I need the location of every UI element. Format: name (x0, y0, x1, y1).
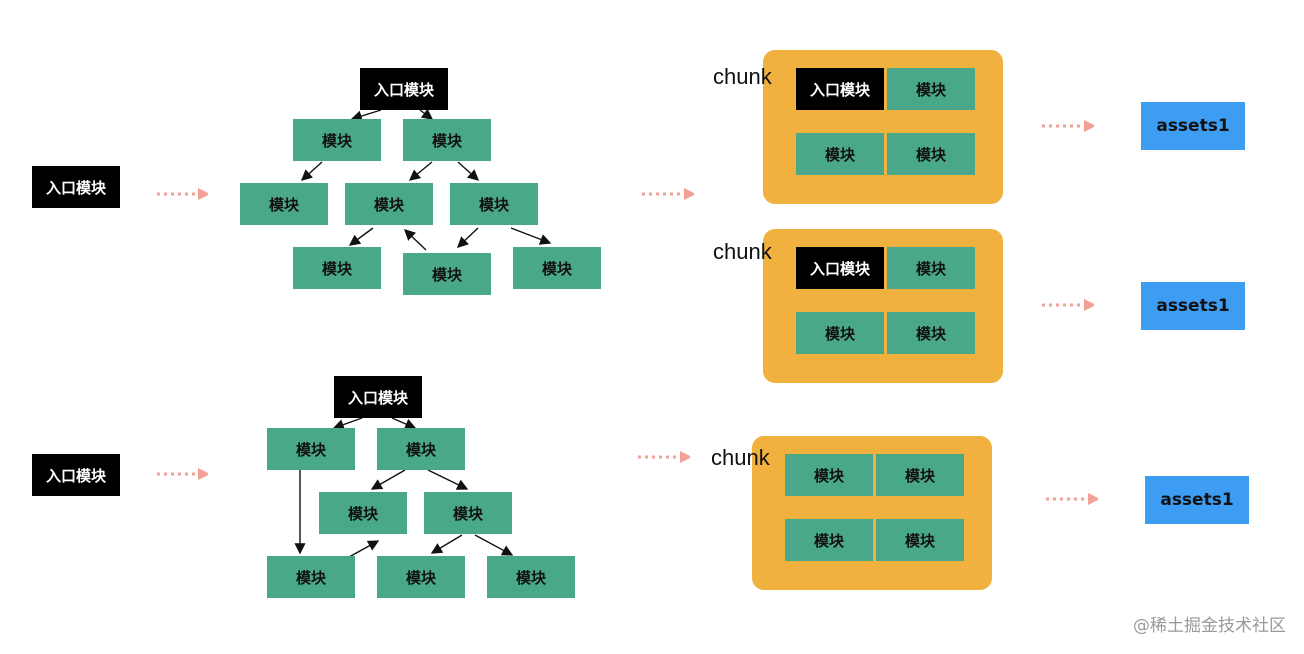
edge (348, 227, 374, 246)
chunk-label: chunk (713, 64, 772, 89)
module-node: 模块 (487, 556, 575, 598)
module-node: 模块 (887, 68, 975, 110)
edge (408, 161, 433, 181)
module-node: 模块 (267, 556, 355, 598)
edge (457, 161, 480, 181)
assets-output: assets1 (1141, 282, 1245, 330)
edge (430, 534, 463, 554)
edge (427, 469, 469, 490)
module-node: 模块 (345, 183, 433, 225)
module-node: 模块 (796, 312, 884, 354)
edge (370, 469, 406, 490)
module-node: 模块 (887, 312, 975, 354)
module-node: 模块 (403, 253, 491, 295)
module-node: 模块 (377, 428, 465, 470)
edge (350, 109, 382, 122)
entry-module: 入口模块 (32, 166, 120, 208)
module-node: 模块 (887, 247, 975, 289)
module-node: 模块 (876, 454, 964, 496)
edge (332, 417, 363, 430)
module-node: 模块 (876, 519, 964, 561)
module-node: 模块 (785, 454, 873, 496)
chunk-label: chunk (711, 445, 770, 470)
edge (456, 227, 479, 248)
chunk-label: chunk (713, 239, 772, 264)
module-node: 模块 (319, 492, 407, 534)
module-node: 模块 (403, 119, 491, 161)
module-node: 模块 (240, 183, 328, 225)
watermark: @稀土掘金技术社区 (1133, 616, 1286, 636)
entry-module: 入口模块 (796, 68, 884, 110)
entry-module: 入口模块 (360, 68, 448, 110)
module-node: 模块 (450, 183, 538, 225)
module-node: 模块 (887, 133, 975, 175)
module-node: 模块 (293, 119, 381, 161)
entry-module: 入口模块 (32, 454, 120, 496)
assets-output: assets1 (1141, 102, 1245, 150)
module-node: 模块 (785, 519, 873, 561)
module-node: 模块 (796, 133, 884, 175)
edge (403, 229, 427, 251)
edge (419, 108, 434, 120)
module-node: 模块 (377, 556, 465, 598)
edge (300, 161, 323, 181)
entry-module: 入口模块 (334, 376, 422, 418)
assets-output: assets1 (1145, 476, 1249, 524)
entry-module: 入口模块 (796, 247, 884, 289)
edge (510, 227, 552, 245)
edge (474, 534, 514, 556)
module-node: 模块 (424, 492, 512, 534)
module-node: 模块 (267, 428, 355, 470)
edge (391, 417, 417, 430)
module-node: 模块 (293, 247, 381, 289)
module-node: 模块 (513, 247, 601, 289)
